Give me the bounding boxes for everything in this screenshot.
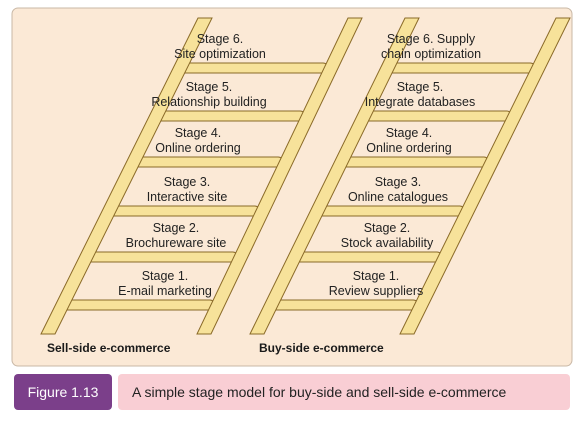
ladder-sell-side — [40, 17, 363, 335]
stage-2-label-line-1: Stage 2. — [153, 221, 200, 235]
ladder-rail-right — [196, 17, 363, 335]
ladder-rung — [358, 110, 513, 122]
stage-4-label-line-1: Stage 4. — [175, 126, 222, 140]
stage-6-label-line-1: Stage 6. — [197, 32, 244, 46]
ladder-rung — [289, 251, 443, 263]
stage-6-label-line-2: Site optimization — [174, 47, 266, 61]
ladder-rail-left — [249, 17, 420, 335]
stage-labels-buy-side: Stage 1.Review suppliers Stage 2.Stock av… — [329, 32, 481, 298]
stage-2-label-line-2: Brochureware site — [126, 236, 227, 250]
stage-4-label-line-2: Online ordering — [366, 141, 452, 155]
ladder-buy-side — [249, 17, 571, 335]
stage-5-label-line-1: Stage 5. — [397, 80, 444, 94]
figure-caption: A simple stage model for buy-side and se… — [118, 374, 570, 410]
stage-6-label-line-1: Stage 6. Supply — [387, 32, 476, 46]
stage-1-label-line-2: Review suppliers — [329, 284, 423, 298]
stage-3-label-line-1: Stage 3. — [375, 175, 422, 189]
ladder-rung — [174, 62, 329, 74]
stage-4-label-line-1: Stage 4. — [386, 126, 433, 140]
stage-3-label-line-2: Online catalogues — [348, 190, 448, 204]
stage-6-label-line-2: chain optimization — [381, 47, 481, 61]
ladder-rung — [56, 299, 216, 311]
stage-2-label-line-2: Stock availability — [341, 236, 434, 250]
ladder-rung — [265, 299, 419, 311]
stage-3-label-line-2: Interactive site — [147, 190, 228, 204]
stage-3-label-line-1: Stage 3. — [164, 175, 211, 189]
ladder-rung — [150, 110, 306, 122]
stage-1-label-line-1: Stage 1. — [353, 269, 400, 283]
ladder-rung — [103, 205, 261, 217]
stage-4-label-line-2: Online ordering — [155, 141, 241, 155]
ladder-rung — [381, 62, 536, 74]
ladder-rail-right — [399, 17, 571, 335]
ladder-rung — [80, 251, 239, 263]
ladder-caption-buy-side: Buy-side e-commerce — [259, 341, 384, 355]
figure-number-tab: Figure 1.13 — [14, 374, 112, 410]
ladder-rail-left — [40, 17, 213, 335]
stage-5-label-line-1: Stage 5. — [186, 80, 233, 94]
stage-1-label-line-1: Stage 1. — [142, 269, 189, 283]
diagram-panel — [11, 7, 573, 367]
ladder-rung — [335, 156, 490, 168]
ladder-caption-sell-side: Sell-side e-commerce — [47, 341, 171, 355]
stage-5-label-line-2: Relationship building — [151, 95, 266, 109]
ladder-rung — [127, 156, 284, 168]
ladder-rung — [311, 205, 466, 217]
stage-2-label-line-1: Stage 2. — [364, 221, 411, 235]
stage-1-label-line-2: E-mail marketing — [118, 284, 212, 298]
stage-5-label-line-2: Integrate databases — [365, 95, 476, 109]
stage-labels-sell-side: Stage 1.E-mail marketing Stage 2.Brochure… — [118, 32, 267, 298]
ladders-layer — [40, 17, 571, 335]
